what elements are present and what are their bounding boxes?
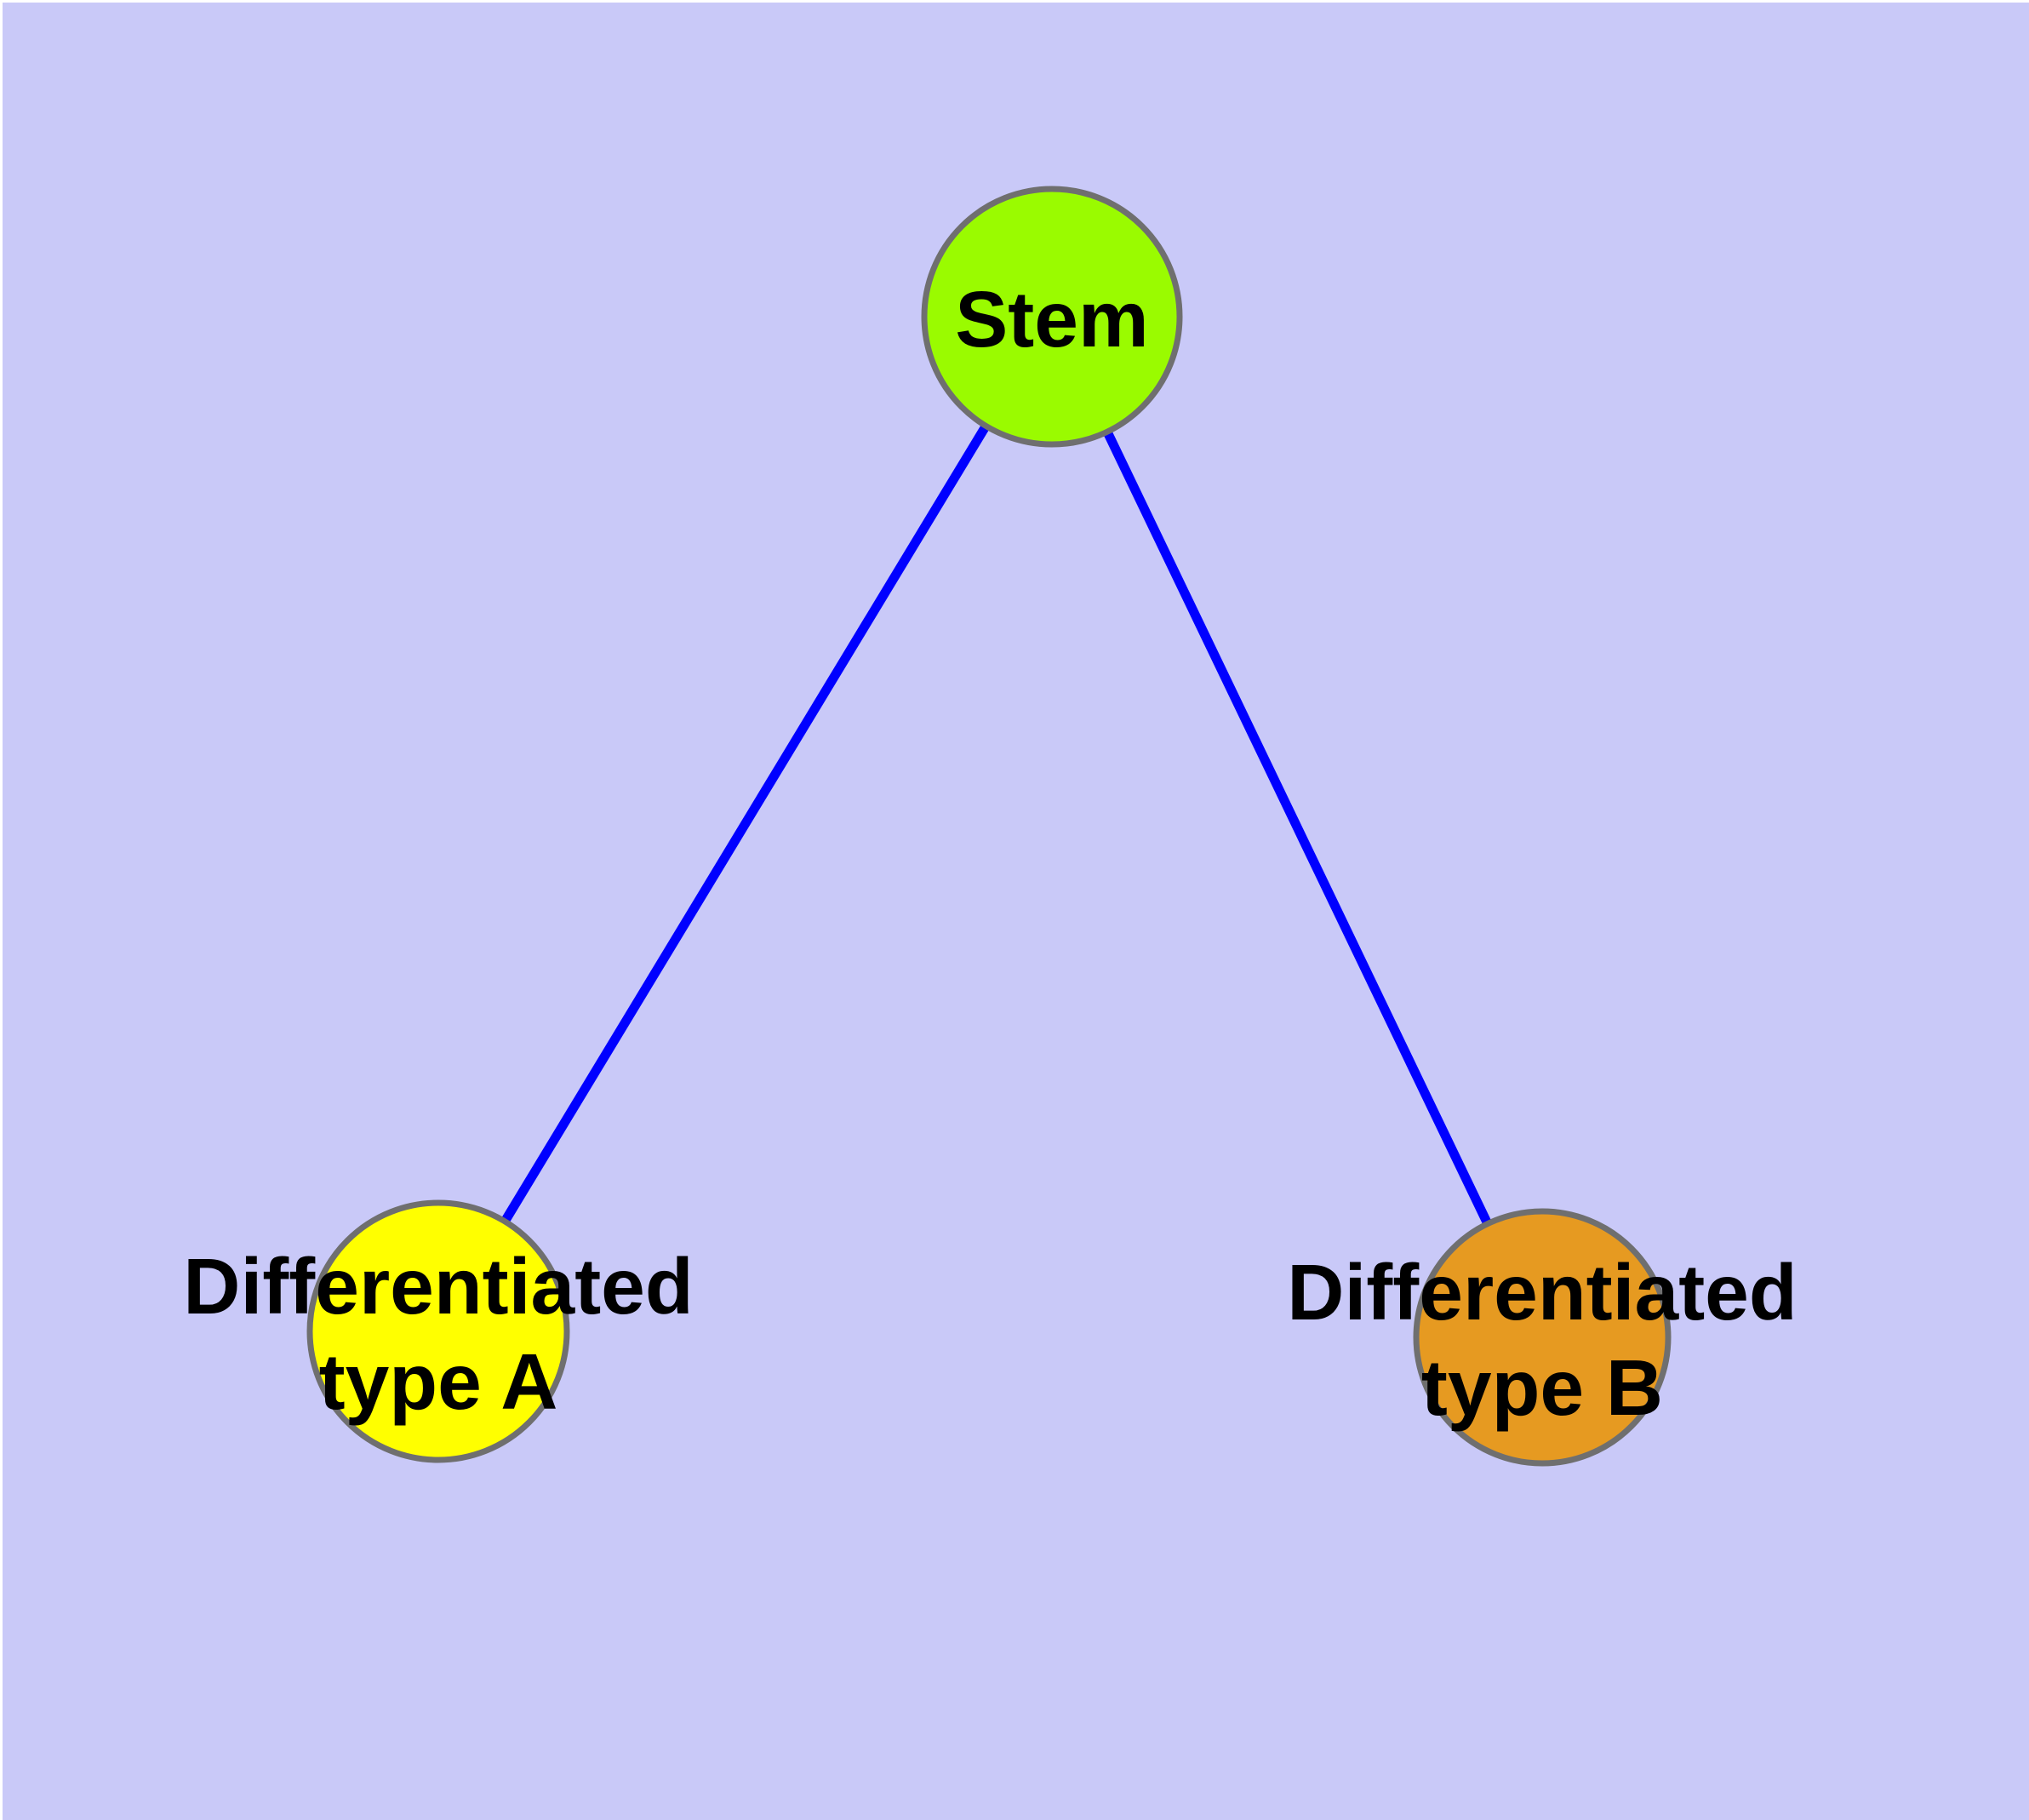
node-label-differentiated-a-line1: Differentiated — [183, 1242, 693, 1331]
node-label-differentiated-b-line2: type B — [1421, 1343, 1663, 1432]
edges-layer — [434, 314, 1546, 1340]
node-differentiated-b — [1413, 1208, 1672, 1467]
edge-stem-differentiated-b — [1048, 314, 1546, 1340]
node-label-stem-line1: Stem — [955, 275, 1148, 363]
node-label-differentiated-b-line1: Differentiated — [1287, 1248, 1797, 1336]
nodes-layer — [306, 186, 1672, 1467]
node-differentiated-a — [306, 1199, 570, 1463]
edge-stem-differentiated-a — [434, 314, 1056, 1334]
node-label-differentiated-a-line2: type A — [319, 1337, 558, 1426]
node-stem — [921, 186, 1183, 448]
